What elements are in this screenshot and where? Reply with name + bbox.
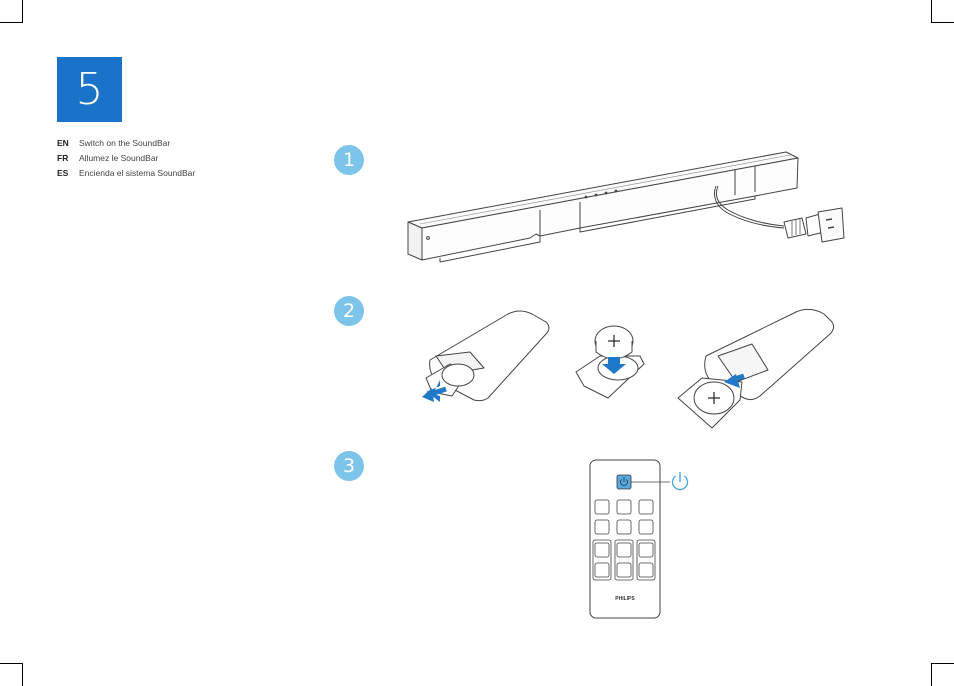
substep-badge-2: 2 (334, 296, 364, 326)
instruction-text: Switch on the SoundBar (79, 138, 171, 148)
crop-mark-top-right-v (931, 0, 932, 23)
step-number-box: 5 (57, 57, 122, 122)
language-code: EN (57, 138, 69, 148)
substep-number: 2 (342, 300, 356, 322)
instruction-text: Encienda el sistema SoundBar (79, 168, 196, 178)
substep-number: 1 (342, 149, 356, 171)
substep-number: 3 (342, 455, 356, 477)
substep-badge-1: 1 (334, 145, 364, 175)
crop-mark-bottom-left-v (22, 663, 23, 686)
crop-mark-bottom-right-h (931, 663, 954, 664)
power-icon (620, 477, 628, 486)
battery-plus-icon (608, 335, 620, 347)
power-icon (671, 472, 689, 491)
instruction-fr: FR Allumez le SoundBar (57, 151, 195, 166)
crop-mark-top-left-v (22, 0, 23, 23)
remote-brand: PHILIPS (615, 596, 635, 602)
crop-mark-top-left-h (0, 22, 23, 23)
battery-plus-icon (708, 392, 720, 404)
language-code: ES (57, 168, 69, 178)
step-number: 5 (75, 64, 104, 115)
substep-badge-3: 3 (334, 451, 364, 481)
instruction-text: Allumez le SoundBar (79, 153, 159, 163)
instruction-en: EN Switch on the SoundBar (57, 136, 195, 151)
instruction-es: ES Encienda el sistema SoundBar (57, 166, 195, 181)
crop-mark-bottom-right-v (931, 663, 932, 686)
crop-mark-bottom-left-h (0, 663, 23, 664)
language-code: FR (57, 153, 69, 163)
crop-mark-top-right-h (931, 22, 954, 23)
instruction-list: EN Switch on the SoundBar FR Allumez le … (57, 136, 195, 181)
